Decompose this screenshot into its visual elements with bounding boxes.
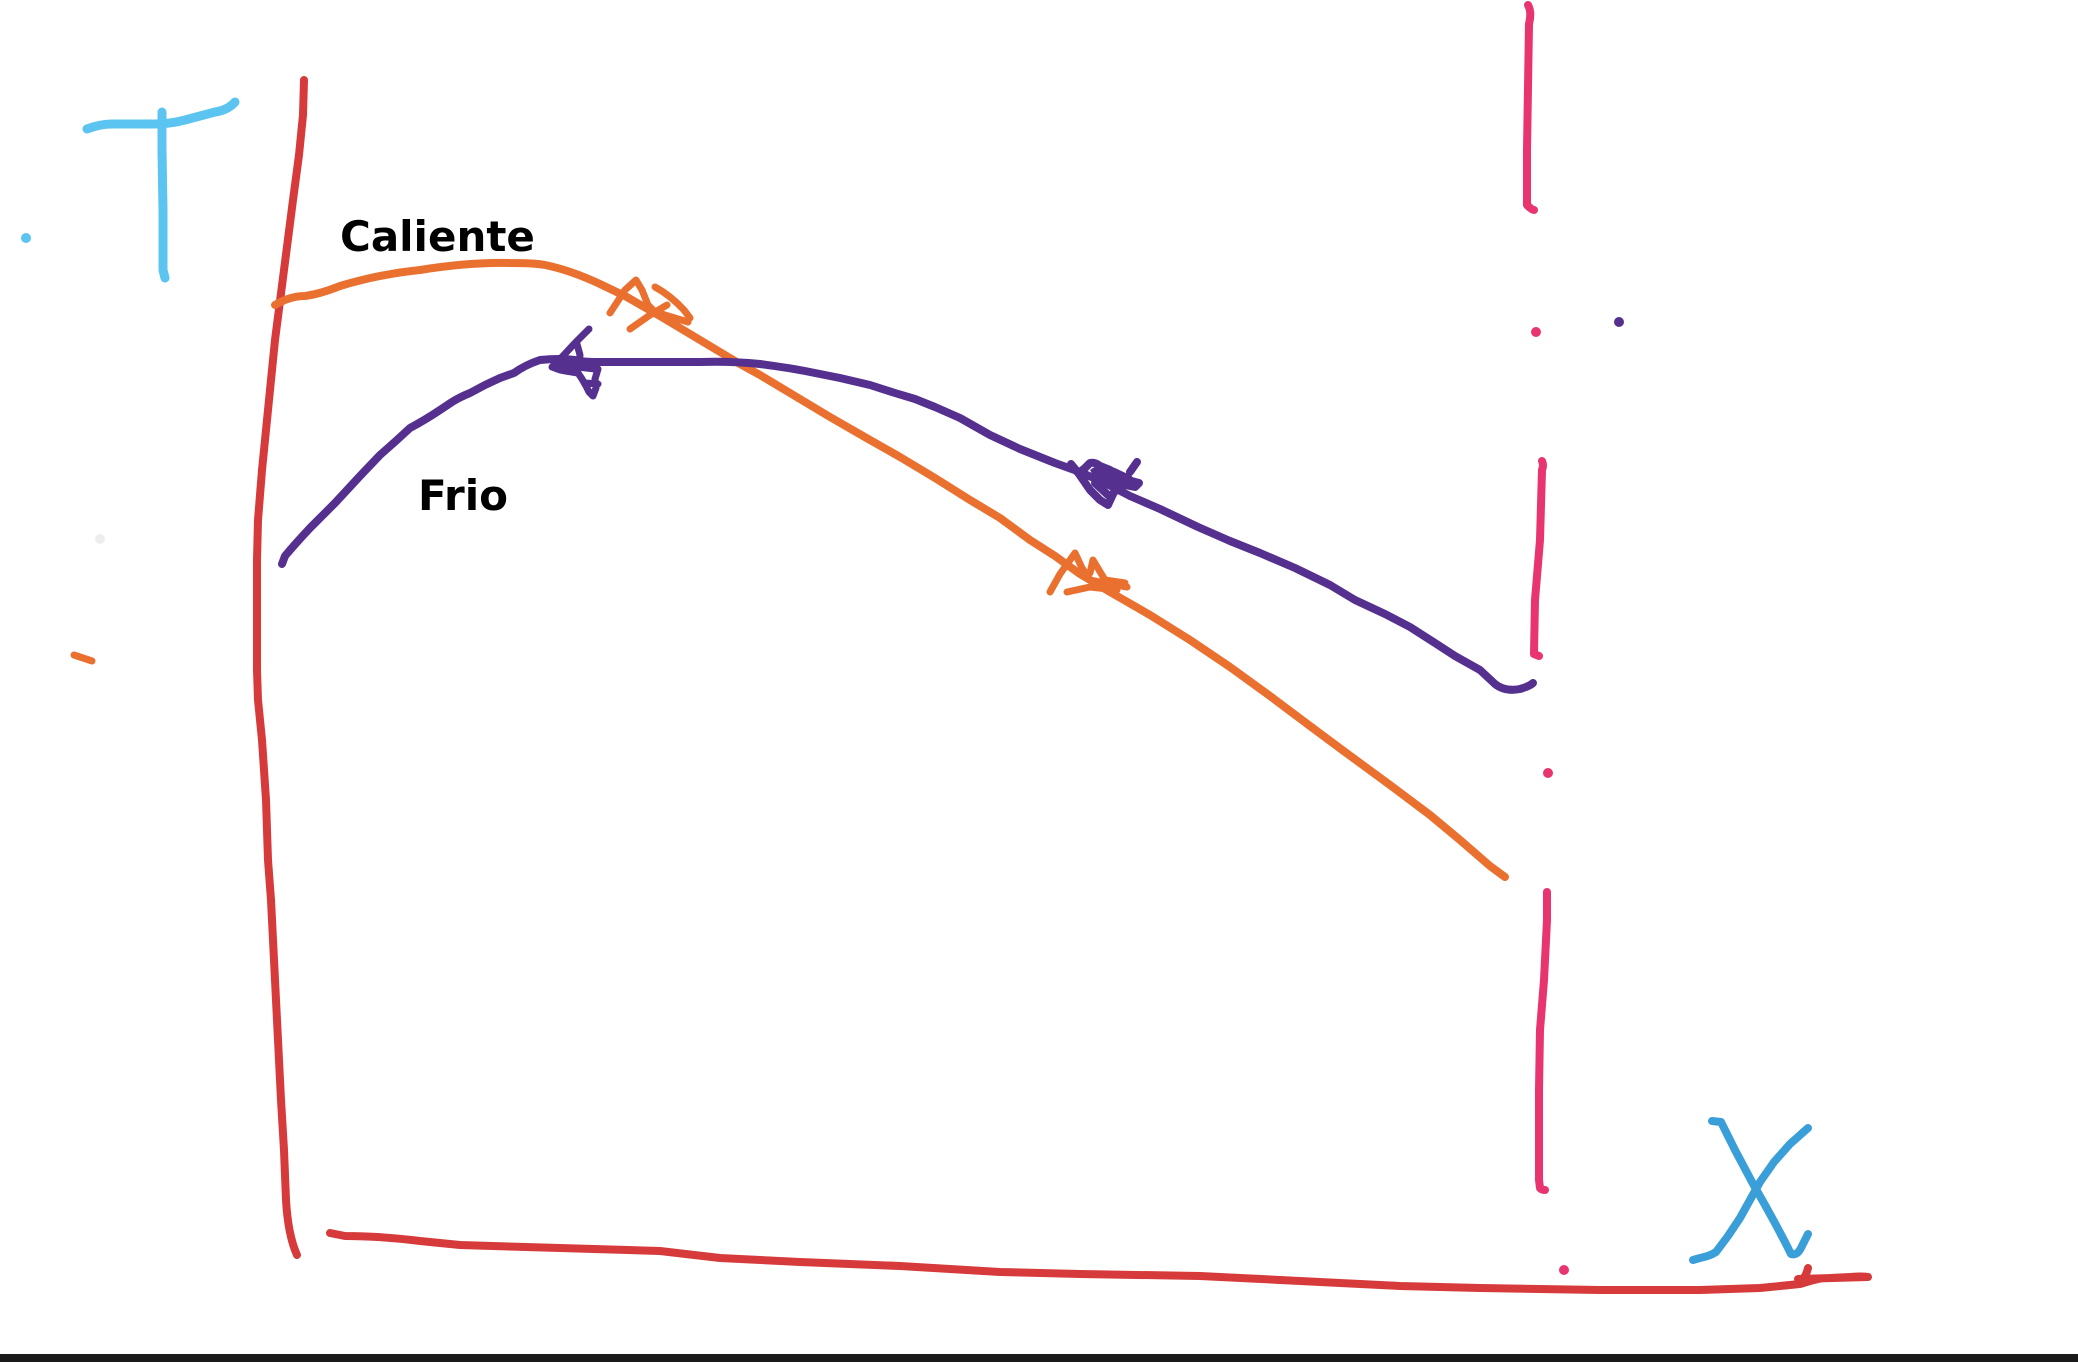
- divider-segment-1: [1523, 1, 1538, 214]
- divider-segment-3: [1535, 888, 1551, 1194]
- stray-dash-orange: [70, 651, 96, 665]
- divider-line: [1523, 1, 1569, 1275]
- cold-stream-label: Frio: [418, 471, 508, 520]
- stray-dot-purple: [1614, 317, 1624, 327]
- hot-arrow-lower: [1046, 549, 1131, 596]
- t-letter-bar: [82, 97, 240, 134]
- hot-arrow-upper: [606, 276, 694, 333]
- cold-arrow-upper: [548, 325, 602, 400]
- divider-dot-2: [1543, 768, 1553, 778]
- y-axis-line: [253, 76, 308, 1259]
- cold-stream-curve: [278, 355, 1537, 694]
- t-letter-stem: [157, 107, 170, 283]
- axis-letter-x: [1689, 1117, 1812, 1264]
- x-letter-stroke-2: [1689, 1124, 1812, 1264]
- x-letter-stroke-1: [1708, 1117, 1812, 1259]
- bottom-edge-bar: [0, 1354, 2078, 1362]
- hot-stream-curve: [271, 258, 1509, 881]
- x-axis-line: [326, 1229, 1872, 1294]
- cold-arrow-lower-fill: [1090, 465, 1132, 488]
- stray-dot-blue: [21, 233, 31, 243]
- divider-dot-3: [1559, 1265, 1569, 1275]
- axis-letter-t: [82, 97, 240, 283]
- divider-segment-2: [1530, 457, 1547, 660]
- hot-stream-label: Caliente: [340, 212, 535, 261]
- divider-dot-1: [1531, 327, 1541, 337]
- stray-dot-grey: [95, 534, 105, 544]
